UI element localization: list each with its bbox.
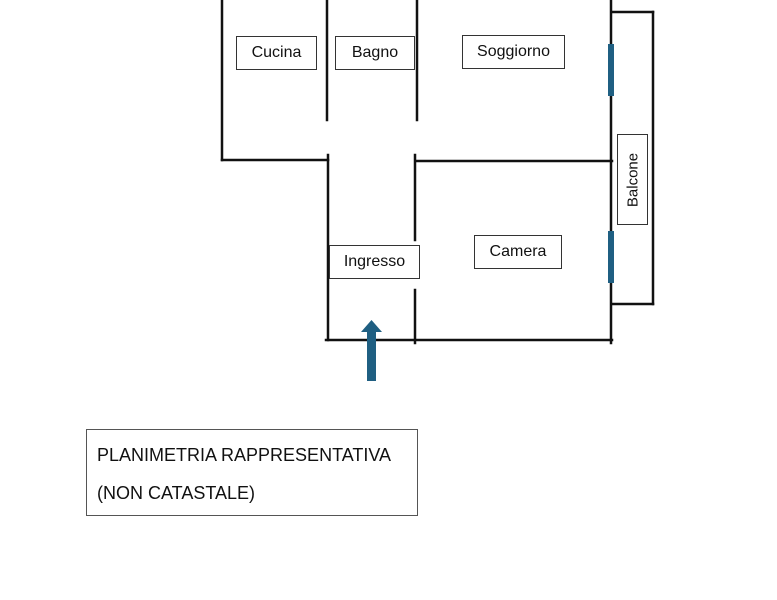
room-label-bagno: Bagno [335, 36, 415, 70]
balcone-text: Balcone [624, 152, 641, 207]
caption-line-2: (NON CATASTALE) [97, 483, 256, 503]
caption-line-1: PLANIMETRIA RAPPRESENTATIVA [97, 445, 392, 465]
caption-box: PLANIMETRIA RAPPRESENTATIVA (NON CATASTA… [86, 429, 418, 516]
window [608, 231, 614, 283]
entrance-arrow-icon [361, 320, 382, 381]
room-label-camera: Camera [474, 235, 562, 269]
window [608, 44, 614, 96]
room-label-cucina: Cucina [236, 36, 317, 70]
room-label-balcone: Balcone [617, 134, 648, 225]
room-label-soggiorno: Soggiorno [462, 35, 565, 69]
room-label-ingresso: Ingresso [329, 245, 420, 279]
